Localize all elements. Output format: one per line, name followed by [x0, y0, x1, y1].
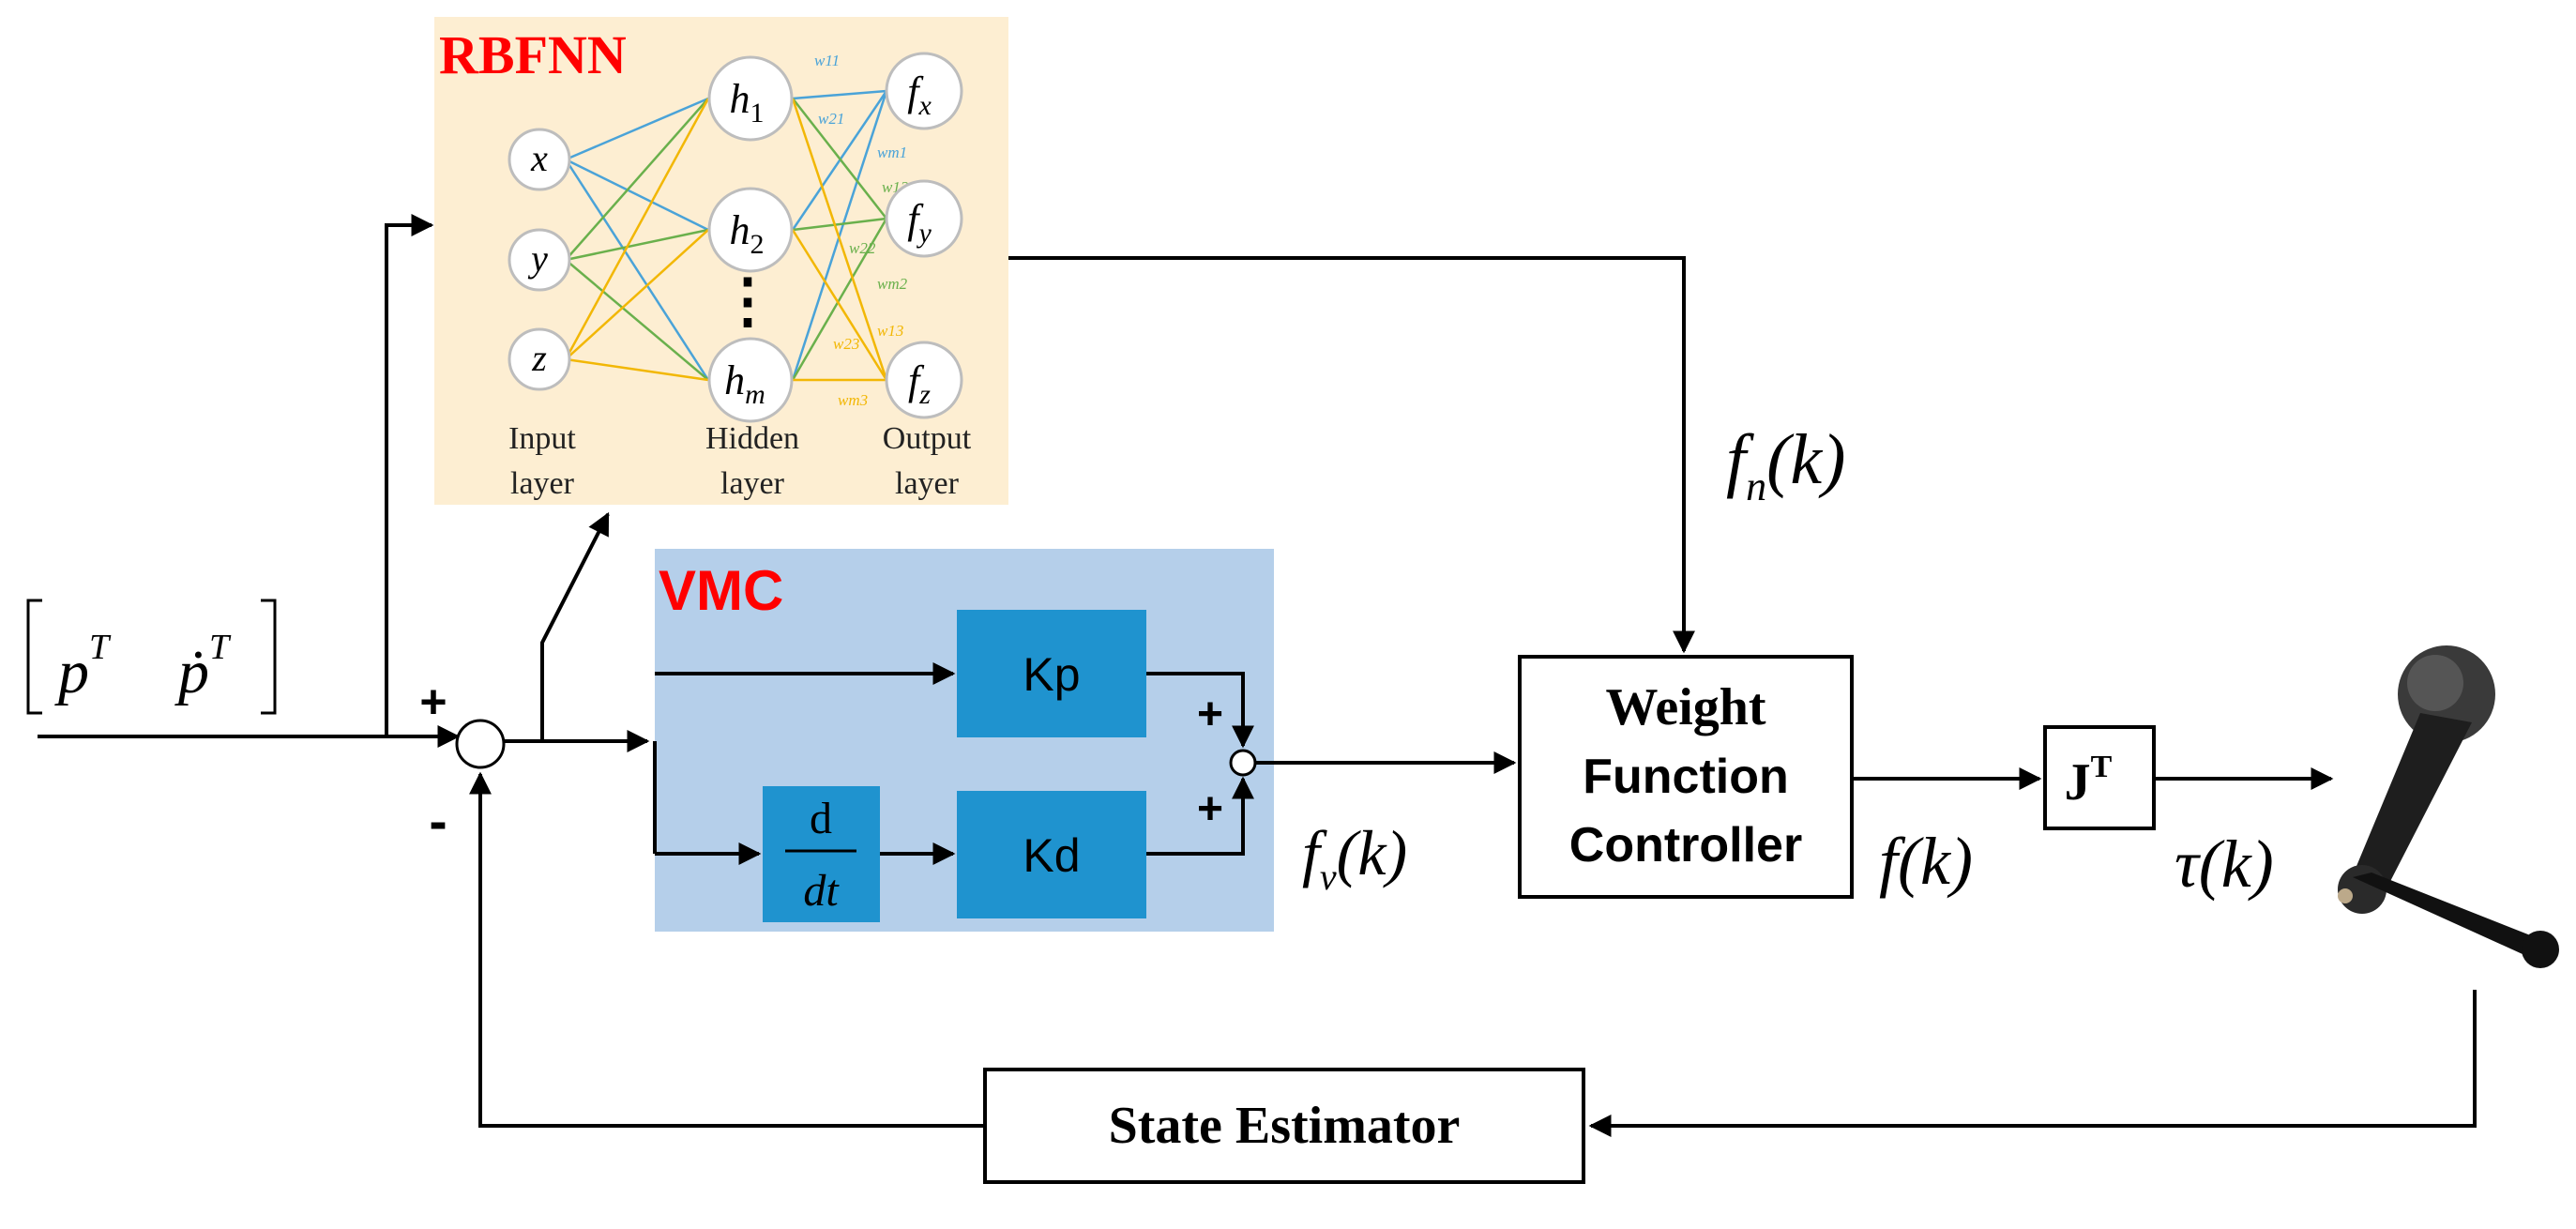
controller-box — [1518, 655, 1854, 899]
leg-hip-joint-highlight — [2407, 655, 2463, 711]
rbfnn-weight-labels: w11 w21 wm1 w12 w22 wm2 w13 w23 wm3 — [814, 52, 909, 409]
derivative-denominator: dt — [803, 866, 840, 916]
derivative-block — [763, 786, 880, 922]
signal-f-label: f(k) — [1879, 824, 1973, 899]
hidden-layer-label: layer — [720, 466, 785, 501]
derivative-numerator: d — [810, 794, 832, 843]
output-node-fy — [885, 179, 963, 258]
jacobian-box — [2043, 725, 2156, 830]
hidden-node-2 — [707, 187, 794, 273]
vmc-plus-top: + — [1197, 690, 1223, 739]
rbfnn-hidden-output-links — [791, 89, 888, 382]
rbfnn-output-nodes: fx fy fz — [885, 52, 963, 419]
hidden-node-label: h1 — [730, 76, 765, 129]
weight-label: wm1 — [877, 144, 907, 161]
hidden-layer-label: Hidden — [705, 421, 799, 456]
leg-knee-bolt — [2338, 888, 2353, 903]
output-node-fz — [885, 341, 963, 419]
input-vector: pT ṗT — [26, 599, 277, 715]
hidden-node-1 — [707, 55, 794, 142]
controller-label-1: Weight — [1605, 678, 1765, 736]
summing-minus: - — [429, 791, 447, 852]
input-left-bracket — [26, 599, 42, 715]
weight-function-controller: Weight Function Controller — [1518, 655, 1854, 899]
state-estimator-label: State Estimator — [1109, 1097, 1461, 1155]
weight-label: w22 — [849, 239, 876, 257]
jacobian-block: JT — [2043, 725, 2156, 830]
leg-foot — [2522, 931, 2559, 968]
weight-label: w21 — [818, 110, 844, 128]
vmc-plus-bottom: + — [1197, 784, 1223, 834]
input-right-bracket — [261, 599, 277, 715]
robot-leg-icon — [2338, 645, 2559, 968]
kp-label: Kp — [1023, 648, 1080, 701]
input-p: pT — [54, 628, 112, 706]
controller-label-2: Function — [1583, 750, 1789, 804]
input-to-rbfnn-wire — [385, 214, 434, 736]
rbfnn-hidden-nodes: h1 h2 ⋮ hm — [707, 55, 794, 423]
rbfnn-block: RBFNN w11 w21 — [434, 17, 1008, 505]
signal-fn-label: fn(k) — [1726, 420, 1845, 509]
input-node-label: z — [531, 337, 547, 379]
weight-label: w23 — [833, 335, 859, 353]
hidden-node-label: h2 — [730, 207, 765, 260]
leg-thigh — [2350, 713, 2472, 896]
weight-label: w11 — [814, 52, 840, 69]
input-layer-label: layer — [510, 466, 575, 501]
rbfnn-input-hidden-links — [564, 97, 710, 382]
vmc-kd-output-wire — [1146, 776, 1254, 856]
input-node-label: x — [530, 137, 548, 179]
rbfnn-input-nodes: x y z — [508, 128, 571, 391]
output-layer-label: layer — [895, 466, 960, 501]
hidden-node-m — [707, 337, 794, 423]
jacobian-label: JT — [2065, 750, 2113, 812]
hidden-node-label: hm — [724, 357, 765, 410]
vmc-summing-junction — [1229, 749, 1257, 777]
state-estimator: State Estimator — [983, 1068, 1585, 1184]
weight-label: w13 — [877, 322, 903, 340]
error-to-rbfnn-wire — [540, 511, 610, 741]
kd-block — [957, 791, 1146, 918]
weight-label: wm2 — [877, 275, 908, 293]
input-p-dot: ṗT — [174, 628, 232, 706]
kp-block — [957, 610, 1146, 737]
input-node-x — [508, 128, 571, 191]
rbfnn-to-controller-wire — [1008, 256, 1695, 654]
signal-fv-label: fv(k) — [1302, 817, 1407, 898]
main-summing-junction — [455, 719, 506, 769]
kd-label: Kd — [1023, 829, 1080, 882]
estimator-to-summing-wire — [469, 771, 985, 1128]
input-node-label: y — [527, 237, 548, 280]
robot-to-estimator-wire — [1588, 990, 2477, 1137]
weight-label: wm3 — [838, 391, 868, 409]
rbfnn-title: RBFNN — [439, 24, 627, 85]
input-layer-label: Input — [508, 421, 576, 456]
rbfnn-layer-labels: Input layer Hidden layer Output layer — [508, 421, 972, 501]
leg-shank — [2353, 872, 2538, 959]
vmc-title: VMC — [659, 559, 783, 622]
summing-plus: + — [419, 675, 447, 728]
input-node-y — [508, 228, 571, 292]
hidden-ellipsis: ⋮ — [718, 267, 778, 334]
controller-label-3: Controller — [1569, 818, 1802, 872]
signal-tau-label: τ(k) — [2174, 827, 2274, 902]
output-layer-label: Output — [883, 421, 972, 456]
vmc-block: VMC Kp Kd d dt + + — [653, 549, 1274, 932]
input-node-z — [508, 327, 571, 391]
output-node-fx — [885, 52, 963, 130]
vmc-kp-output-wire — [1146, 672, 1254, 749]
